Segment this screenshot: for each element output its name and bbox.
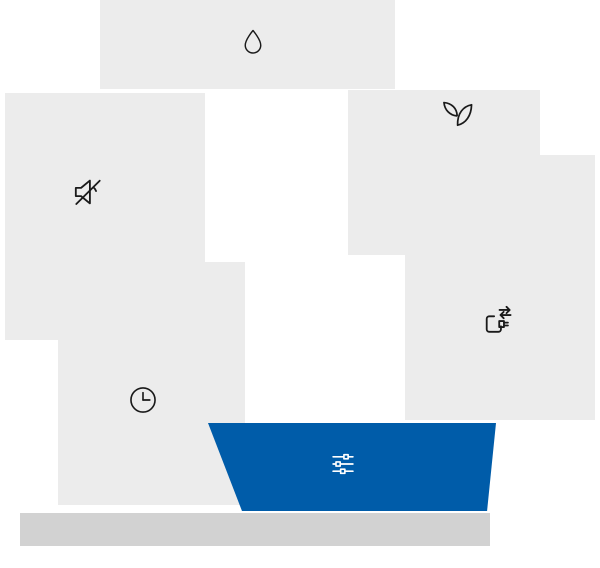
sliders-icon <box>329 450 357 478</box>
bottom-bar <box>20 513 490 546</box>
tile-settings-selected[interactable] <box>208 423 496 511</box>
tile-connectivity[interactable] <box>405 155 595 420</box>
leaf-icon <box>439 94 475 130</box>
tile-time[interactable] <box>58 262 245 505</box>
clock-icon <box>126 383 160 417</box>
tile-water[interactable] <box>100 0 395 89</box>
plug-sync-icon <box>478 303 516 341</box>
speaker-muted-icon <box>69 173 107 211</box>
droplet-icon <box>238 27 268 57</box>
